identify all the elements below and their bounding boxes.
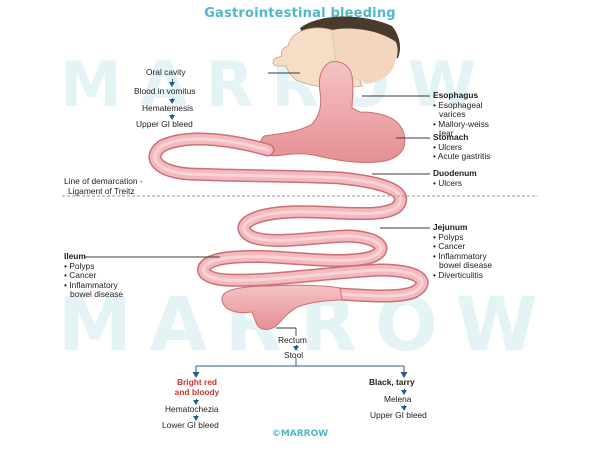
stomach-label: Stomach • Ulcers • Acute gastritis bbox=[433, 132, 491, 162]
esophagus-item: varices bbox=[439, 109, 466, 120]
demarcation-line-2: Ligament of Treitz bbox=[68, 185, 135, 196]
esophagus-heading: Esophagus bbox=[433, 90, 479, 100]
esophagus-item: • Mallory-weiss bbox=[433, 118, 489, 129]
ileum-label: Ileum • Polyps • Cancer • Inflammatory b… bbox=[64, 251, 124, 300]
pointer-lines bbox=[84, 72, 430, 336]
duodenum-label: Duodenum • Ulcers bbox=[433, 168, 477, 188]
flow-upper-gi-bleed: Upper GI bleed bbox=[136, 119, 193, 129]
ileum-item: • Cancer bbox=[64, 270, 97, 281]
stomach-item: • Acute gastritis bbox=[433, 151, 491, 162]
flow-hematochezia: Hematochezia bbox=[165, 404, 219, 414]
watermark-top: MARROW bbox=[60, 48, 495, 121]
flow-stool: Stool bbox=[284, 350, 304, 360]
stomach-item: • Ulcers bbox=[433, 141, 462, 152]
flow-lower-gi-bleed: Lower GI bleed bbox=[162, 420, 219, 430]
flow-oral-cavity: Oral cavity bbox=[146, 67, 186, 77]
arrow-down-icon bbox=[401, 389, 407, 395]
arrow-down-icon bbox=[401, 405, 407, 411]
arrow-down-icon bbox=[169, 114, 175, 120]
flow-melena: Melena bbox=[384, 394, 412, 404]
flow-hematemesis: Hematemesis bbox=[142, 103, 194, 113]
branch-arrowheads bbox=[192, 372, 408, 378]
ileum-heading: Ileum bbox=[64, 251, 86, 261]
demarcation-line-1: Line of demarcation - bbox=[64, 176, 143, 186]
ileum-item: • Inflammatory bbox=[64, 279, 118, 290]
flow-rectum: Rectum bbox=[278, 335, 307, 345]
flow-upper-gi-bleed-2: Upper GI bleed bbox=[370, 410, 427, 420]
demarcation-label: Line of demarcation - Ligament of Treitz bbox=[64, 176, 143, 196]
bright-red-line-1: Bright red bbox=[176, 377, 217, 387]
bright-red-label: Bright red and bloody bbox=[166, 377, 228, 397]
arrow-down-icon bbox=[193, 415, 199, 421]
esophagus-label: Esophagus • Esophageal varices • Mallory… bbox=[433, 90, 489, 139]
jejunum-item: • Cancer bbox=[433, 241, 466, 252]
jejunum-item: • Inflammatory bbox=[433, 250, 487, 261]
arrow-down-icon bbox=[169, 98, 175, 104]
jejunum-item: • Polyps bbox=[433, 231, 464, 242]
arrow-down-icon bbox=[293, 345, 299, 351]
arrow-down-icon bbox=[169, 79, 175, 87]
duodenum-heading: Duodenum bbox=[433, 168, 477, 178]
esophagus-stomach-illustration bbox=[259, 61, 406, 163]
jejunum-item: • Diverticulitis bbox=[433, 269, 483, 280]
arrow-down-icon bbox=[193, 399, 199, 405]
esophagus-item: • Esophageal bbox=[433, 99, 483, 110]
ileum-item: • Polyps bbox=[64, 260, 95, 271]
esophagus-item: tear bbox=[439, 128, 454, 139]
black-tarry-label: Black, tarry bbox=[369, 377, 415, 387]
jejunum-heading: Jejunum bbox=[433, 222, 468, 232]
flow-blood-in-vomitus: Blood in vomitus bbox=[134, 86, 196, 96]
jejunum-item: bowel disease bbox=[439, 260, 493, 271]
jejunum-label: Jejunum • Polyps • Cancer • Inflammatory… bbox=[433, 222, 493, 281]
ileum-item: bowel disease bbox=[70, 289, 124, 300]
stomach-heading: Stomach bbox=[433, 132, 469, 142]
small-intestine-illustration bbox=[148, 132, 429, 303]
footer-brand: ©MARROW bbox=[271, 429, 329, 439]
bright-red-line-2: and bloody bbox=[174, 386, 220, 397]
rectum-illustration bbox=[221, 284, 343, 330]
duodenum-item: • Ulcers bbox=[433, 177, 462, 188]
